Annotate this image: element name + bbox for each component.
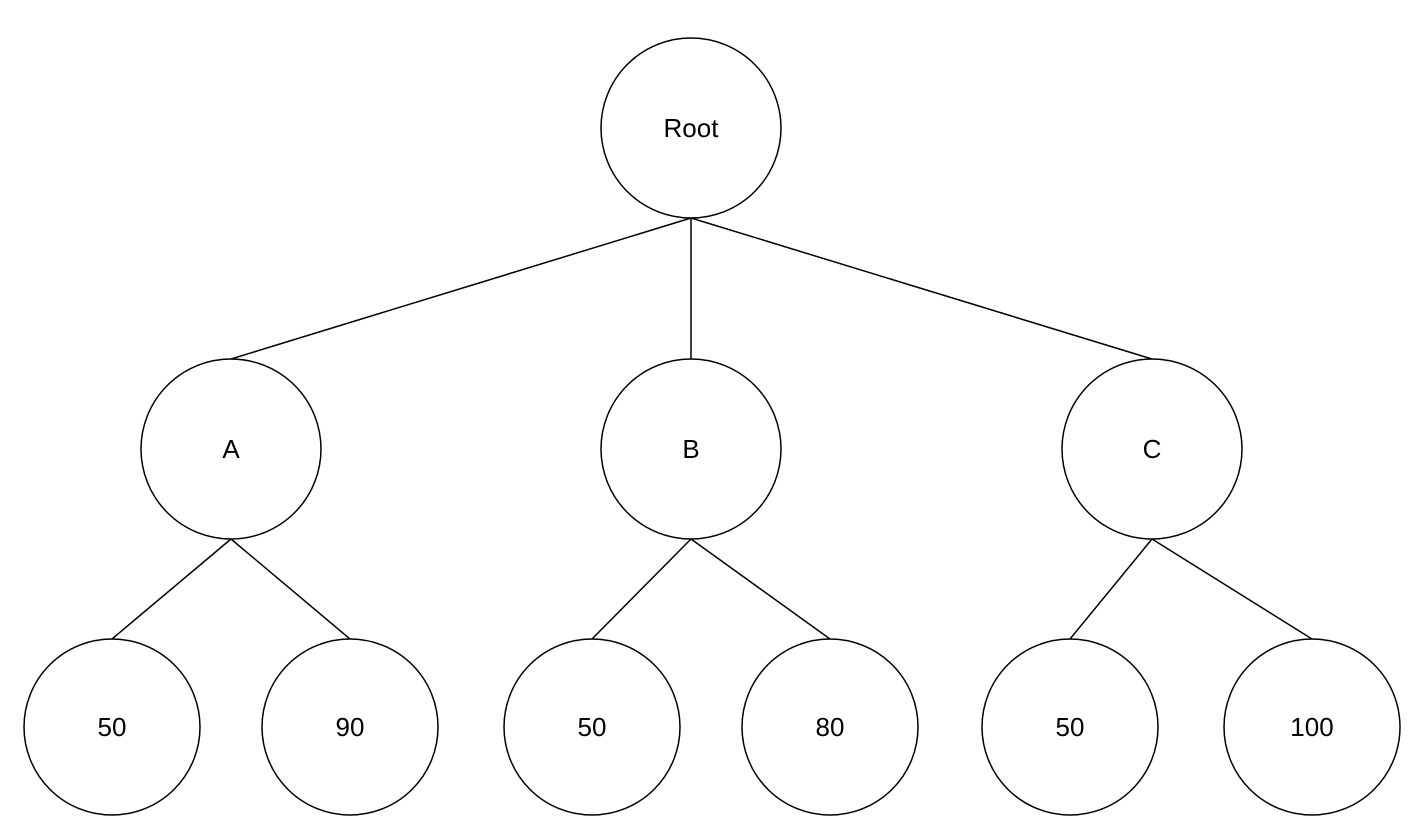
tree-edges-layer: [111, 217, 1313, 640]
tree-node-a2: [261, 638, 439, 816]
tree-node-root: [600, 37, 782, 219]
tree-edge-b-b1: [591, 538, 692, 640]
tree-edge-a-a1: [111, 538, 232, 640]
tree-edge-c-c2: [1151, 538, 1313, 640]
tree-edge-b-b2: [690, 538, 831, 640]
tree-node-b1: [503, 638, 681, 816]
tree-edge-root-c: [690, 217, 1153, 360]
tree-node-c2: [1223, 638, 1401, 816]
tree-node-c1: [981, 638, 1159, 816]
tree-node-a1: [23, 638, 201, 816]
tree-node-label-b1: 50: [578, 712, 607, 742]
tree-edge-root-a: [230, 217, 692, 360]
tree-node-c: [1061, 358, 1243, 540]
tree-node-b: [600, 358, 782, 540]
tree-node-a: [140, 358, 322, 540]
tree-node-label-a: A: [222, 434, 240, 464]
tree-node-label-c: C: [1143, 434, 1162, 464]
tree-node-label-b2: 80: [816, 712, 845, 742]
tree-node-label-a2: 90: [336, 712, 365, 742]
tree-node-label-c1: 50: [1056, 712, 1085, 742]
tree-edge-c-c1: [1069, 538, 1153, 640]
tree-node-label-c2: 100: [1290, 712, 1333, 742]
tree-edge-a-a2: [230, 538, 351, 640]
tree-node-b2: [741, 638, 919, 816]
tree-node-label-root: Root: [664, 113, 720, 143]
tree-node-label-b: B: [682, 434, 699, 464]
tree-node-label-a1: 50: [98, 712, 127, 742]
